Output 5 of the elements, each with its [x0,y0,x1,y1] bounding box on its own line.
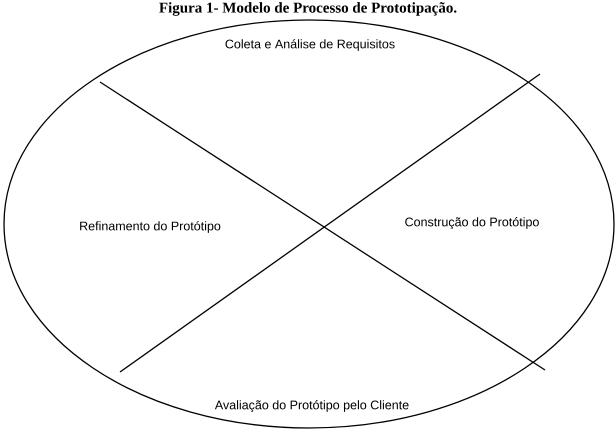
figure-title: Figura 1- Modelo de Processo de Prototipação. [159,2,456,16]
sector-label: Avaliação do Protótipo pelo Cliente [214,399,410,413]
sector-label: Construção do Protótipo [404,216,540,230]
sector-label: Coleta e Análise de Requisitos [224,38,396,52]
sector-label: Refinamento do Protótipo [78,220,222,234]
